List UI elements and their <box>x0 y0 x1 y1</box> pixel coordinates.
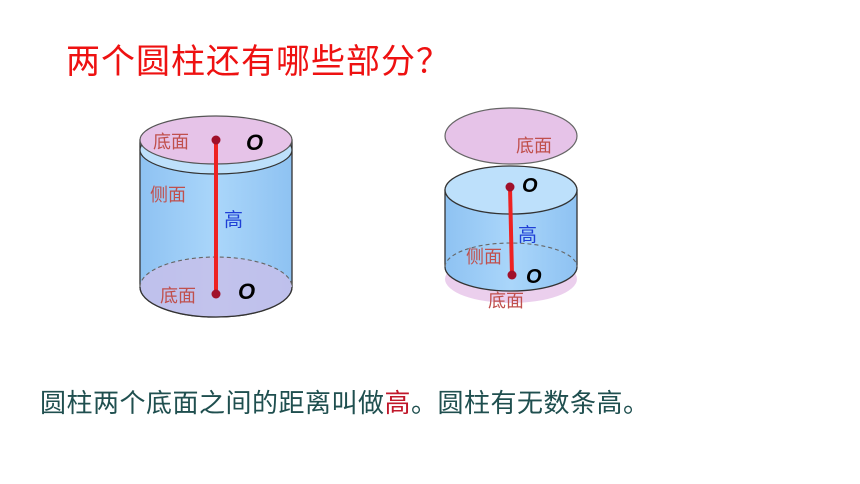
caption-highlight: 高 <box>384 389 412 419</box>
right-side-label: 侧面 <box>466 247 502 268</box>
left-height-label: 高 <box>224 209 243 231</box>
page-title: 两个圆柱还有哪些部分？ <box>66 42 451 82</box>
right-height-line <box>508 186 514 276</box>
left-bottom-center-dot <box>211 289 221 299</box>
right-height-label: 高 <box>518 224 537 246</box>
definition-caption: 圆柱两个底面之间的距离叫做高。圆柱有无数条高。 <box>40 383 650 420</box>
right-top-center-label: O <box>522 175 538 197</box>
caption-after: 。圆柱有无数条高。 <box>411 389 650 419</box>
right-bottom-center-label: O <box>526 266 542 288</box>
left-bottom-center-label: O <box>238 279 255 304</box>
right-bottom-center-dot <box>507 270 517 280</box>
right-cylinder: 底面 O 高 侧面 O 底面 <box>444 107 578 312</box>
right-cylinder-lid <box>444 107 578 165</box>
left-bottom-label: 底面 <box>160 286 196 307</box>
right-lid-label: 底面 <box>516 136 552 157</box>
right-top-center-dot <box>505 182 515 192</box>
left-top-center-label: O <box>246 130 263 155</box>
left-side-label: 侧面 <box>150 185 186 206</box>
left-top-center-dot <box>211 135 221 145</box>
left-cylinder: 底面 O 侧面 高 底面 O <box>139 115 293 318</box>
right-bottom-label: 底面 <box>488 291 524 312</box>
left-top-label: 底面 <box>153 132 189 153</box>
caption-before: 圆柱两个底面之间的距离叫做 <box>40 389 385 419</box>
